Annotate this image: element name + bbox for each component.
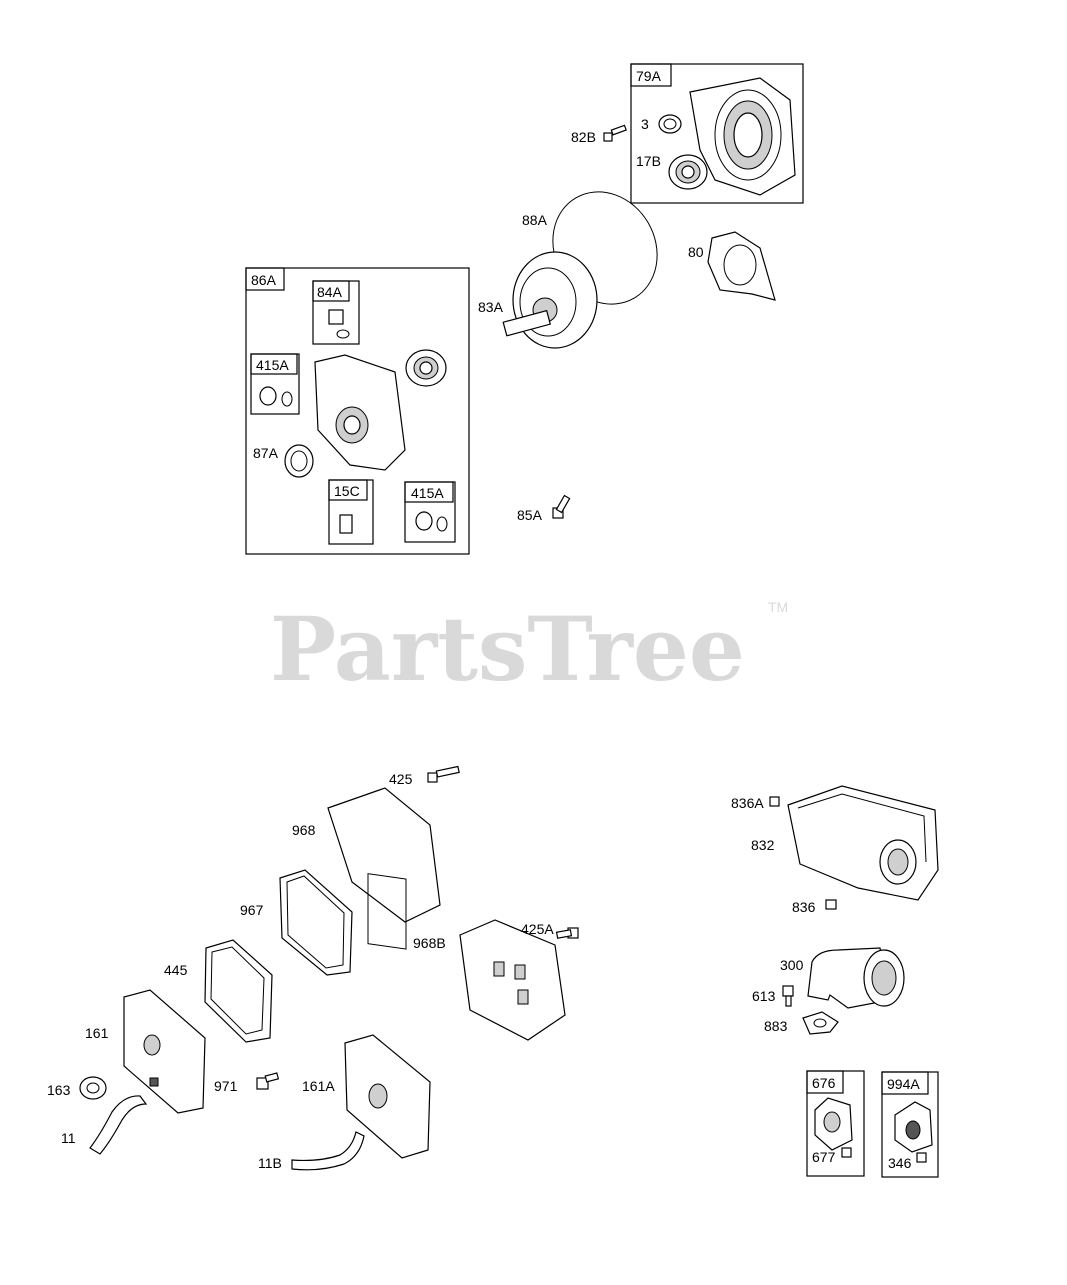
label-677: 677 (812, 1149, 836, 1165)
label-967: 967 (240, 902, 264, 918)
group-label-676: 676 (812, 1075, 836, 1091)
part-161A[interactable] (344, 1034, 431, 1159)
part-971[interactable] (256, 1072, 280, 1090)
part-11B[interactable] (291, 1131, 365, 1171)
part-445[interactable] (204, 939, 273, 1043)
label-88A: 88A (522, 212, 548, 228)
label-11: 11 (61, 1130, 76, 1146)
label-163: 163 (47, 1082, 71, 1098)
label-17B: 17B (636, 153, 661, 169)
label-80: 80 (688, 244, 704, 260)
watermark-tm: TM (768, 599, 788, 615)
label-85A: 85A (517, 507, 543, 523)
group-label-86A: 86A (251, 272, 277, 288)
part-613[interactable] (782, 985, 794, 1007)
part-163[interactable] (79, 1076, 107, 1100)
label-613: 613 (752, 988, 776, 1004)
part-832[interactable] (787, 785, 939, 901)
label-836A: 836A (731, 795, 764, 811)
label-836: 836 (792, 899, 816, 915)
label-82B: 82B (571, 129, 596, 145)
label-968B: 968B (413, 935, 446, 951)
group-label-415A-1: 415A (256, 357, 289, 373)
part-836A[interactable] (769, 796, 780, 807)
label-3: 3 (641, 116, 649, 132)
label-445: 445 (164, 962, 188, 978)
group-label-84A: 84A (317, 284, 343, 300)
group-label-994A: 994A (887, 1076, 920, 1092)
part-85A[interactable] (552, 494, 571, 519)
group-676[interactable]: 676 (806, 1070, 865, 1177)
part-11[interactable] (89, 1095, 148, 1155)
label-83A: 83A (478, 299, 504, 315)
part-300[interactable] (807, 947, 905, 1009)
label-87A: 87A (253, 445, 279, 461)
group-79A[interactable]: 79A (630, 63, 804, 204)
group-label-415A-2: 415A (411, 485, 444, 501)
part-968B[interactable] (459, 919, 566, 1041)
part-82B[interactable] (603, 124, 627, 142)
part-968[interactable] (327, 787, 441, 950)
part-161[interactable] (123, 989, 206, 1114)
part-83A[interactable] (502, 251, 598, 349)
group-86A[interactable]: 86A 84A 415A 15C 415A (245, 267, 470, 555)
group-label-79A: 79A (636, 68, 662, 84)
watermark: PartsTree (270, 597, 745, 701)
part-425[interactable] (427, 765, 460, 783)
part-80[interactable] (707, 231, 776, 301)
label-300: 300 (780, 957, 804, 973)
part-425A[interactable] (555, 927, 579, 939)
label-425A: 425A (521, 921, 554, 937)
label-161A: 161A (302, 1078, 335, 1094)
label-161: 161 (85, 1025, 109, 1041)
label-832: 832 (751, 837, 775, 853)
label-425: 425 (389, 771, 413, 787)
label-968: 968 (292, 822, 316, 838)
label-11B: 11B (258, 1155, 282, 1171)
part-967[interactable] (279, 869, 353, 976)
part-836[interactable] (825, 899, 837, 910)
label-883: 883 (764, 1018, 788, 1034)
part-883[interactable] (802, 1011, 839, 1035)
group-label-15C: 15C (334, 483, 360, 499)
group-994A[interactable]: 994A (881, 1071, 939, 1178)
label-346: 346 (888, 1155, 912, 1171)
label-971: 971 (214, 1078, 238, 1094)
